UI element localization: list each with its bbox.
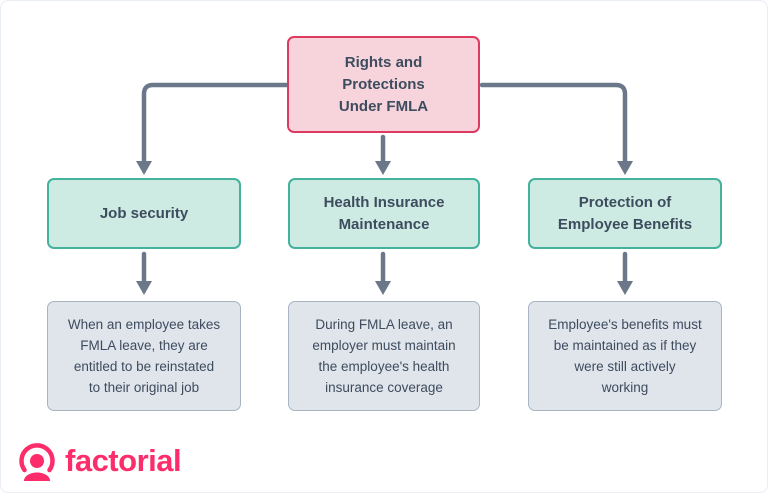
root-box: Rights and Protections Under FMLA <box>287 36 480 133</box>
arrowhead-left <box>136 161 152 175</box>
description-box-employee-benefits: Employee's benefits must be maintained a… <box>528 301 722 411</box>
arrowhead-middle <box>375 161 391 175</box>
arrowhead-right <box>617 161 633 175</box>
arrowhead-right-desc <box>617 281 633 295</box>
connector-left <box>141 82 289 165</box>
heading-box-health-insurance: Health Insurance Maintenance <box>288 178 480 249</box>
description-box-health-insurance: During FMLA leave, an employer must main… <box>288 301 480 411</box>
factorial-person-icon <box>19 443 55 481</box>
heading-box-employee-benefits: Protection of Employee Benefits <box>528 178 722 249</box>
description-box-job-security: When an employee takes FMLA leave, they … <box>47 301 241 411</box>
arrowhead-left-desc <box>136 281 152 295</box>
factorial-wordmark: factorial <box>65 443 182 478</box>
heading-box-job-security: Job security <box>47 178 241 249</box>
factorial-logo: factorial <box>17 441 182 481</box>
arrowhead-middle-desc <box>375 281 391 295</box>
connector-right <box>479 82 628 165</box>
